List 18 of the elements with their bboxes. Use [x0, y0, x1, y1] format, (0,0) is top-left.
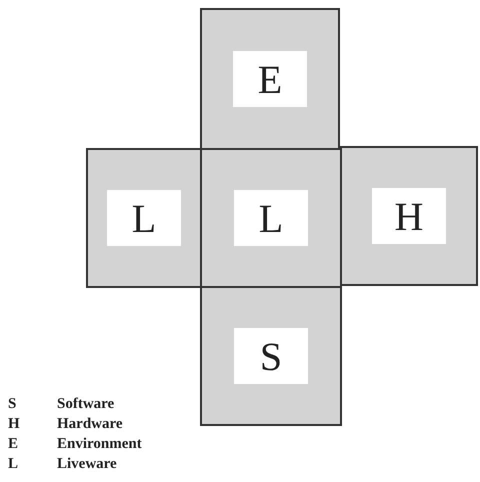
- block-square: [86, 148, 202, 288]
- block-letter: E: [233, 51, 307, 107]
- block-letter: L: [234, 190, 308, 246]
- block-square: [200, 8, 340, 150]
- block-letter: S: [234, 328, 308, 384]
- legend-letter: H: [8, 416, 20, 433]
- legend-letter: S: [8, 396, 16, 413]
- block-letter: L: [107, 190, 181, 246]
- block-square: [340, 146, 478, 286]
- legend-letter: L: [8, 456, 18, 473]
- legend-letter: E: [8, 436, 18, 453]
- block-square: [200, 148, 342, 288]
- legend-text: Environment: [57, 436, 142, 453]
- block-square: [200, 286, 342, 426]
- legend-text: Hardware: [57, 416, 123, 433]
- block-letter: H: [372, 188, 446, 244]
- legend-text: Liveware: [57, 456, 117, 473]
- legend-text: Software: [57, 396, 114, 413]
